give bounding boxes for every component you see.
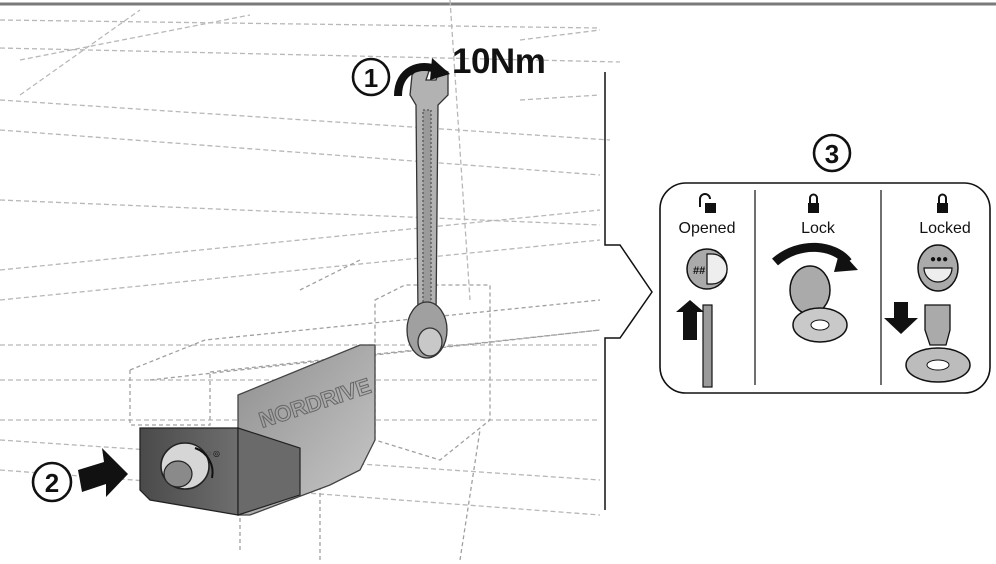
torque-label: 10Nm [452,42,546,81]
locked-lock-face: ●●● [917,244,959,292]
state-label-lock: Lock [801,220,835,237]
state-label-locked: Locked [919,220,971,237]
end-cap-side [237,427,301,516]
opened-lock-face: ## [686,248,728,290]
svg-text:◌ ◎: ◌ ◎ [206,449,220,458]
svg-text:2: 2 [45,468,59,498]
lock-key-turning [789,265,831,315]
callout-pointer [604,72,653,510]
state-label-opened: Opened [678,220,736,237]
step-2-badge: 2 [31,461,73,503]
key-blade [702,304,713,388]
svg-text:##: ## [693,265,705,277]
down-arrow-icon [884,302,918,334]
up-arrow-icon [676,300,704,340]
padlock-closed-icon [808,193,819,213]
wrench [406,67,449,359]
svg-text:●●●: ●●● [930,254,948,265]
push-arrow-icon [78,448,128,497]
padlock-open-icon [699,193,716,213]
key-bow [924,304,951,346]
svg-text:3: 3 [825,139,839,169]
step-3-badge: 3 [812,133,852,173]
step-1-badge: 1 [351,57,391,97]
svg-text:1: 1 [364,63,378,93]
padlock-closed-icon [937,193,948,213]
